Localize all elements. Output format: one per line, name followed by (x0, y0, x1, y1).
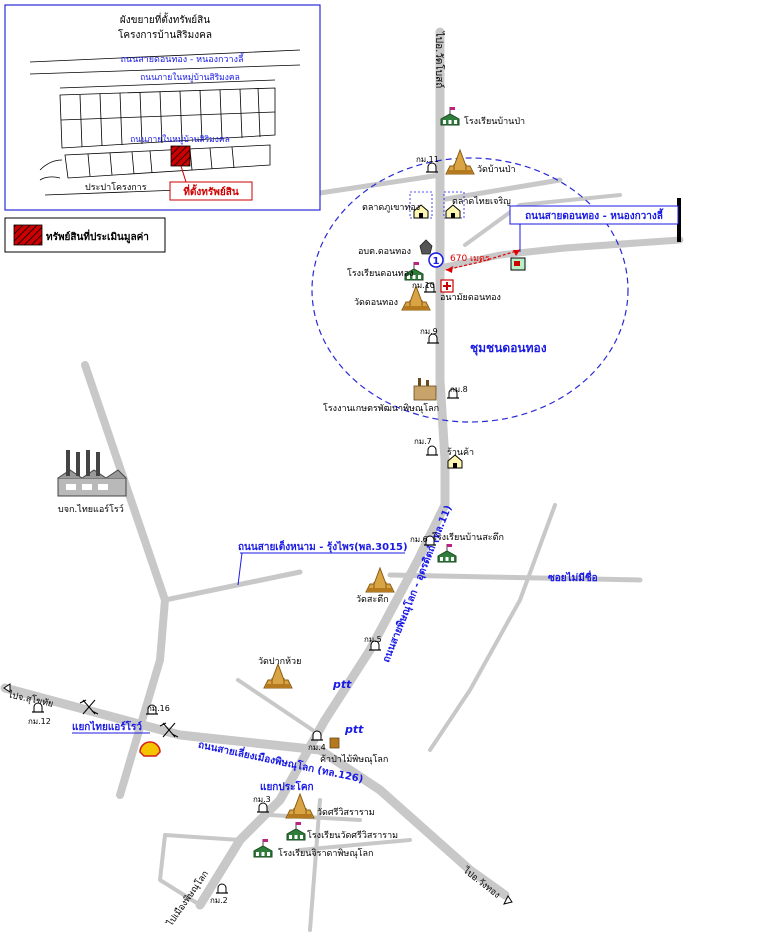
inset-road-inner-1: ถนนภายในหมู่บ้านสิริมงคล (140, 72, 240, 83)
arrow-sukhothai (3, 683, 11, 693)
inset-road-inner-2: ถนนภายในหมู่บ้านสิริมงคล (130, 134, 230, 145)
road-donthong-nongkwang (436, 236, 684, 272)
place-market-phukhaothong: ตลาดภูเขาทอง (362, 203, 420, 213)
label-to-wang-thong: ไปอ.วังทอง (460, 865, 502, 901)
forest-shop-icon (329, 737, 340, 749)
km-6: กม.6 (410, 535, 428, 544)
km-8: กม.8 (450, 385, 468, 394)
km-marker-icon (425, 445, 439, 456)
place-wat-pakhuai: วัดปากห้วย (258, 656, 301, 667)
shell-logo-icon (139, 741, 161, 757)
road-northeast (463, 193, 622, 247)
place-market-thaicharoen: ตลาดไทยเจริญ (452, 196, 511, 207)
community-circle (311, 157, 629, 423)
junction-prakadok: แยกประโคก (260, 780, 314, 793)
distance-label: 670 เมตร (450, 254, 490, 264)
government-seal-icon (419, 239, 433, 255)
temple-icon (445, 149, 475, 175)
place-school-banpa: โรงเรียนบ้านป่า (464, 116, 525, 127)
place-school-donthong: โรงเรียนดอนทอง (347, 268, 414, 279)
school-icon (286, 821, 306, 841)
roads-layer (0, 27, 684, 932)
legend-label: ทรัพย์สินที่ประเมินมูลค่า (46, 229, 149, 244)
place-health-donthong: อนามัยดอนทอง (440, 293, 501, 303)
km-10: กม.10 (412, 281, 435, 290)
legend-swatch (13, 224, 43, 246)
temple-icon (263, 663, 293, 689)
place-wat-donthong: วัดดอนทอง (354, 298, 398, 308)
road-sw-south (308, 798, 322, 932)
road-end-bar (677, 198, 681, 242)
inset-title-1: ผังขยายที่ตั้งทรัพย์สิน (120, 12, 210, 26)
place-obt-donthong: อบต.ดอนทอง (358, 247, 411, 257)
road-soi (387, 572, 643, 583)
km-11: กม.11 (416, 155, 439, 164)
place-thaiair: บจก.ไทยแอร์โรว์ (58, 503, 124, 515)
place-school-siwisaram: โรงเรียนวัดศรีวิสราราม (307, 830, 398, 841)
road-route-126 (0, 683, 510, 900)
junction-thaiair: แยกไทยแอร์โรว์ (72, 720, 142, 733)
bridge-markers (79, 699, 179, 738)
km-marker-icon (215, 883, 229, 894)
inset-road-main: ถนนสายดอนทอง - หนองกวางลี้ (120, 52, 244, 65)
distance-arrow (445, 249, 521, 271)
label-route-11: ถนนสายพิษณุโลก - อุตรดิตถ์ (ทล.11) (379, 503, 454, 664)
road-tenhanam (162, 569, 303, 603)
temple-icon (285, 793, 315, 819)
factory-thaiair-icon (57, 450, 127, 497)
arrow-wang-thong (503, 895, 513, 905)
km-16: กม.16 (147, 704, 170, 713)
place-wat-satuek: วัดสะตึก (356, 594, 389, 605)
km-9: กม.9 (420, 327, 438, 336)
label-tenhanam: ถนนสายเต็งหนาม - รุ้งไพร(พล.3015) (238, 539, 408, 553)
factory-icon (413, 378, 437, 401)
inset-property-label: ที่ตั้งทรัพย์สิน (183, 184, 238, 198)
label-donthong-nongkwang: ถนนสายดอนทอง - หนองกวางลี้ (525, 208, 664, 222)
temple-icon (365, 567, 395, 593)
place-wat-banpa: วัดบ้านป่า (477, 164, 516, 175)
legend: ทรัพย์สินที่ประเมินมูลค่า (4, 217, 166, 253)
place-shop: ร้านค้า (447, 447, 474, 458)
community-label: ชุมชนดอนทอง (470, 341, 547, 356)
road-east-km11 (437, 177, 563, 203)
inset-title-2: โครงการบ้านสิริมงคล (118, 28, 212, 41)
label-soi: ซอยไม่มีชื่อ (548, 570, 598, 584)
road-lower-loop (158, 813, 412, 907)
label-to-wat-bot: ไปอ.วัดโบสถ์ (433, 31, 446, 89)
location-marker-1 (428, 252, 444, 268)
ptt-logo-2: ptt (344, 723, 364, 736)
km-3: กม.3 (253, 795, 271, 804)
place-factory-agri: โรงงานเกษตรพัฒนาพิษณุโลก (323, 403, 439, 414)
km-2: กม.2 (210, 896, 228, 905)
school-icon (253, 838, 273, 858)
location-marker-1-label: 1 (433, 256, 440, 267)
place-wat-siwisaram: วัดศรีวิสราราม (317, 807, 375, 818)
km-5: กม.5 (364, 635, 382, 644)
road-pakhuai (236, 678, 322, 737)
place-school-chiraphat: โรงเรียนจิราดาพิษณุโลก (278, 848, 373, 859)
inset-map: ผังขยายที่ตั้งทรัพย์สิน โครงการบ้านสิริม… (4, 4, 321, 211)
km-7: กม.7 (414, 437, 432, 446)
ptt-logo-1: ptt (332, 678, 352, 691)
km-4: กม.4 (308, 743, 326, 752)
road-southeast (428, 503, 557, 752)
place-forest-shop: ค้าป่าไม้พิษณุโลก (320, 754, 388, 765)
school-icon (437, 543, 457, 563)
inset-property-plot (170, 145, 191, 167)
km-marker-icon (256, 802, 270, 813)
km-12: กม.12 (28, 717, 51, 726)
inset-gate-label: ประปาโครงการ (85, 182, 147, 193)
place-school-satuek: โรงเรียนบ้านสะตึก (432, 532, 504, 543)
